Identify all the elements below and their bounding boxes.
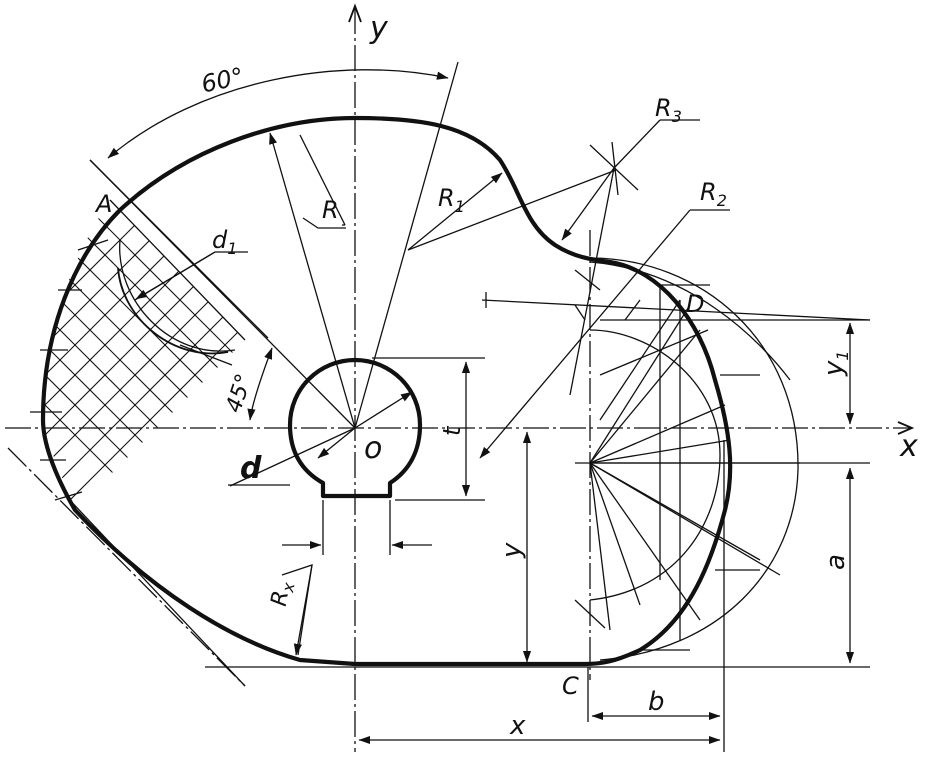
dim-y-label: y xyxy=(497,542,527,559)
hole-d1-arc xyxy=(119,239,236,352)
radius-lines xyxy=(89,61,459,487)
radius-r-label: R xyxy=(322,196,339,224)
construction-arcs xyxy=(589,257,799,661)
r3-construction xyxy=(561,119,700,396)
d1-arrow xyxy=(135,251,216,300)
y-axis-arrow-icon xyxy=(348,3,362,23)
section-boundary-line-2 xyxy=(109,199,246,341)
contour-ticks xyxy=(30,239,109,501)
hole-d1-arc-2 xyxy=(117,267,229,355)
labels: y x o 60° 45° R R1 R3 R2 Rx A D C d1 d t… xyxy=(94,11,918,741)
dim-b-label: b xyxy=(648,687,665,717)
diagonal-center-line xyxy=(7,447,246,687)
dim-x-label: x xyxy=(509,711,526,741)
dim-y1-label: y1 xyxy=(819,350,852,377)
dim-t-label: t xyxy=(438,425,466,436)
r1-construction xyxy=(407,169,617,251)
tangent-line-left xyxy=(64,494,246,687)
point-c-label: C xyxy=(562,672,579,700)
center-axes xyxy=(5,3,915,752)
radius-rx-label: Rx xyxy=(267,579,299,609)
angle-60-label: 60° xyxy=(199,62,246,98)
angle-45-ref-line xyxy=(179,344,233,366)
angle-60-arc xyxy=(107,69,449,159)
hole-d1-label: d1 xyxy=(212,226,237,258)
cam-outer-contour xyxy=(40,115,733,667)
angle-45-arc xyxy=(247,347,273,421)
radius-r2-label: R2 xyxy=(700,178,727,210)
point-d-label: D xyxy=(686,290,704,318)
radius-r3-label: R3 xyxy=(655,94,682,126)
dim-a-label: a xyxy=(821,554,851,570)
rx-arrow-line xyxy=(293,564,313,656)
radius-r1-label: R1 xyxy=(438,184,465,216)
construction-fan xyxy=(574,269,800,651)
r-leader xyxy=(302,217,346,229)
hatched-section xyxy=(42,200,246,510)
t-dimension xyxy=(372,357,485,501)
diameter-d-label: d xyxy=(240,451,262,486)
d1-leader xyxy=(134,251,248,301)
slot-width-dimension xyxy=(282,500,432,555)
b-dimension xyxy=(587,440,725,752)
axis-y-label: y xyxy=(369,11,389,46)
rx-leader xyxy=(281,564,313,656)
r2-construction xyxy=(479,209,730,459)
origin-label: o xyxy=(364,431,382,466)
point-a-label: A xyxy=(94,190,112,218)
d-horizontal-line xyxy=(481,299,871,321)
central-hole-contour xyxy=(287,357,423,499)
x-axis-arrow-icon xyxy=(897,421,915,435)
axis-x-label: x xyxy=(899,429,918,464)
